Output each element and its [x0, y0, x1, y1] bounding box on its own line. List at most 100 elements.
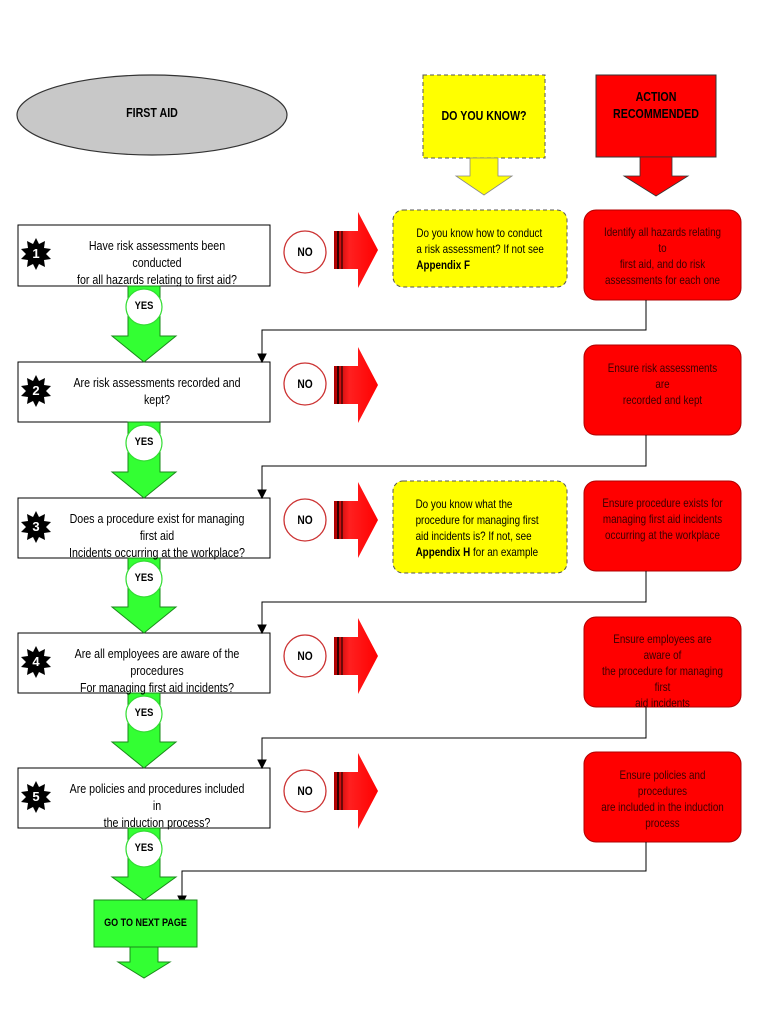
- know-header-arrow: [454, 157, 514, 196]
- know-3-text: Do you know what the procedure for manag…: [415, 497, 539, 543]
- action-text-4: Ensure employees are aware of the proced…: [600, 631, 725, 711]
- question-text-2: Are risk assessments recorded and kept?: [66, 374, 248, 408]
- return-connector-5: [177, 842, 647, 906]
- question-text-1: Have risk assessments been conducted for…: [66, 237, 248, 288]
- step-number-2: 2: [32, 383, 40, 398]
- yes-label-2: YES: [134, 436, 154, 448]
- yes-arrow-5: [110, 827, 178, 901]
- no-label-3: NO: [297, 513, 313, 527]
- action-1-line-1: Identify all hazards relating to: [603, 225, 722, 255]
- know-box-1: [392, 209, 568, 288]
- no-label-5: NO: [297, 784, 313, 798]
- no-arrow-5: [334, 753, 378, 829]
- question-5-line-1: Are policies and procedures included in: [69, 781, 245, 813]
- question-text-5: Are policies and procedures included in …: [66, 780, 248, 831]
- action-box-5: [583, 751, 742, 843]
- no-arrow-4: [334, 618, 378, 694]
- know-1-text: Do you know how to conduct a risk assess…: [416, 226, 544, 256]
- step-number-3: 3: [32, 519, 40, 534]
- no-label-1: NO: [297, 245, 313, 259]
- yes-arrow-1: [110, 285, 178, 363]
- action-5-line-1: Ensure policies and procedures: [619, 768, 706, 798]
- know-text-3: Do you know what the procedure for manag…: [416, 496, 549, 560]
- question-1-line-2: for all hazards relating to first aid?: [76, 272, 237, 287]
- question-4-line-2: For managing first aid incidents?: [79, 680, 235, 695]
- action-5-line-3: process: [645, 816, 680, 830]
- action-box-1: [583, 209, 742, 301]
- no-arrow-2: [334, 347, 378, 423]
- no-arrow-3: [334, 482, 378, 558]
- know-header-label: DO YOU KNOW?: [441, 108, 527, 123]
- appendix-f-ref: Appendix F: [416, 258, 470, 272]
- question-4-line-1: Are all employees are aware of the proce…: [74, 646, 240, 678]
- question-2-line-1: Are risk assessments recorded and kept?: [73, 375, 241, 407]
- action-3-line-3: occurring at the workplace: [605, 528, 720, 542]
- no-circle-5: [283, 769, 327, 813]
- action-4-line-3: aid incidents: [635, 696, 690, 710]
- action-header-arrow: [622, 156, 690, 197]
- question-box-3: [17, 497, 271, 559]
- action-text-3: Ensure procedure exists for managing fir…: [600, 495, 725, 543]
- action-2-line-1: Ensure risk assessments are: [607, 361, 718, 391]
- action-text-1: Identify all hazards relating to first a…: [600, 224, 725, 288]
- no-circle-3: [283, 498, 327, 542]
- question-3-line-1: Does a procedure exist for managing firs…: [69, 511, 245, 543]
- number-badge-2: [21, 375, 51, 407]
- action-header-line2: RECOMMENDED: [613, 106, 699, 121]
- question-text-4: Are all employees are aware of the proce…: [66, 645, 248, 696]
- number-badge-5: [21, 781, 51, 813]
- action-4-line-1: Ensure employees are aware of: [613, 632, 712, 662]
- question-box-4: [17, 632, 271, 694]
- yes-label-1: YES: [134, 300, 154, 312]
- next-page-arrow: [116, 946, 172, 979]
- yes-label-5: YES: [134, 842, 154, 854]
- title-ellipse: [16, 74, 288, 156]
- action-3-line-2: managing first aid incidents: [602, 512, 723, 526]
- question-box-2: [17, 361, 271, 423]
- question-5-line-2: the induction process?: [103, 815, 211, 830]
- no-arrow-1: [334, 212, 378, 288]
- question-box-1: [17, 224, 271, 287]
- return-connector-3: [257, 571, 647, 635]
- step-number-5: 5: [32, 789, 40, 804]
- no-circle-4: [283, 634, 327, 678]
- action-3-line-1: Ensure procedure exists for: [602, 496, 723, 510]
- action-box-4: [583, 616, 742, 708]
- action-1-line-3: assessments for each one: [605, 273, 720, 287]
- no-circle-2: [283, 362, 327, 406]
- page-title: FIRST AID: [126, 105, 178, 120]
- number-badge-3: [21, 511, 51, 543]
- know-box-3: [392, 480, 568, 574]
- no-label-2: NO: [297, 377, 313, 391]
- action-header-line1: ACTION: [635, 89, 677, 104]
- no-circle-1: [283, 230, 327, 274]
- know-3-text-after: for an example: [470, 545, 539, 559]
- return-connector-2: [257, 435, 647, 500]
- step-number-4: 4: [32, 654, 40, 669]
- action-text-5: Ensure policies and procedures are inclu…: [600, 767, 725, 831]
- question-text-3: Does a procedure exist for managing firs…: [66, 510, 248, 561]
- action-2-line-2: recorded and kept: [622, 393, 703, 407]
- action-1-line-2: first aid, and do risk: [619, 257, 706, 271]
- return-connector-4: [257, 707, 647, 770]
- next-page-label: GO TO NEXT PAGE: [104, 917, 187, 929]
- question-1-line-1: Have risk assessments been conducted: [88, 238, 226, 270]
- yes-label-3: YES: [134, 572, 154, 584]
- yes-arrow-4: [110, 692, 178, 769]
- action-header-label: ACTION RECOMMENDED: [608, 88, 703, 122]
- return-connector-1: [257, 300, 647, 364]
- action-box-2: [583, 344, 742, 436]
- know-text-1: Do you know how to conduct a risk assess…: [416, 225, 547, 273]
- action-header-box: [595, 74, 717, 158]
- yes-label-4: YES: [134, 707, 154, 719]
- yes-arrow-2: [110, 421, 178, 499]
- action-5-line-2: are included in the induction: [601, 800, 724, 814]
- appendix-h-ref: Appendix H: [415, 545, 471, 559]
- step-number-1: 1: [32, 246, 40, 261]
- no-label-4: NO: [297, 649, 313, 663]
- question-3-line-2: Incidents occurring at the workplace?: [69, 545, 245, 560]
- action-box-3: [583, 480, 742, 572]
- number-badge-4: [21, 646, 51, 678]
- number-badge-1: [21, 238, 51, 270]
